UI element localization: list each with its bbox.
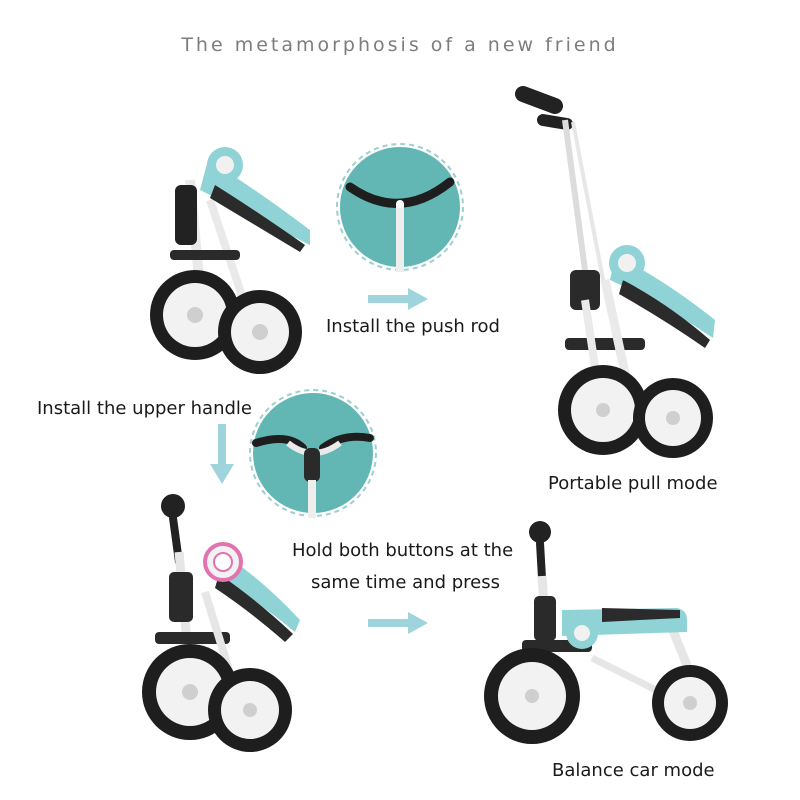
install-push-rod-label: Install the push rod [326, 316, 500, 337]
push-rod-detail-circle [335, 142, 465, 272]
hold-buttons-label-line1: Hold both buttons at the [292, 540, 514, 561]
install-upper-handle-label: Install the upper handle [37, 398, 252, 419]
portable-pull-mode-image [515, 80, 730, 460]
hold-buttons-label-line2: same time and press [311, 572, 500, 593]
down-arrow-icon [210, 424, 234, 489]
balance-car-mode-image [482, 518, 732, 748]
folded-bike-image [140, 140, 330, 380]
balance-car-mode-label: Balance car mode [552, 760, 715, 781]
bike-with-buttons-image [135, 492, 310, 757]
upper-handle-detail-circle [248, 388, 378, 518]
page-title: The metamorphosis of a new friend [181, 34, 619, 56]
right-arrow-icon [368, 288, 428, 315]
portable-pull-mode-label: Portable pull mode [548, 473, 718, 494]
right-arrow-icon [368, 612, 428, 639]
